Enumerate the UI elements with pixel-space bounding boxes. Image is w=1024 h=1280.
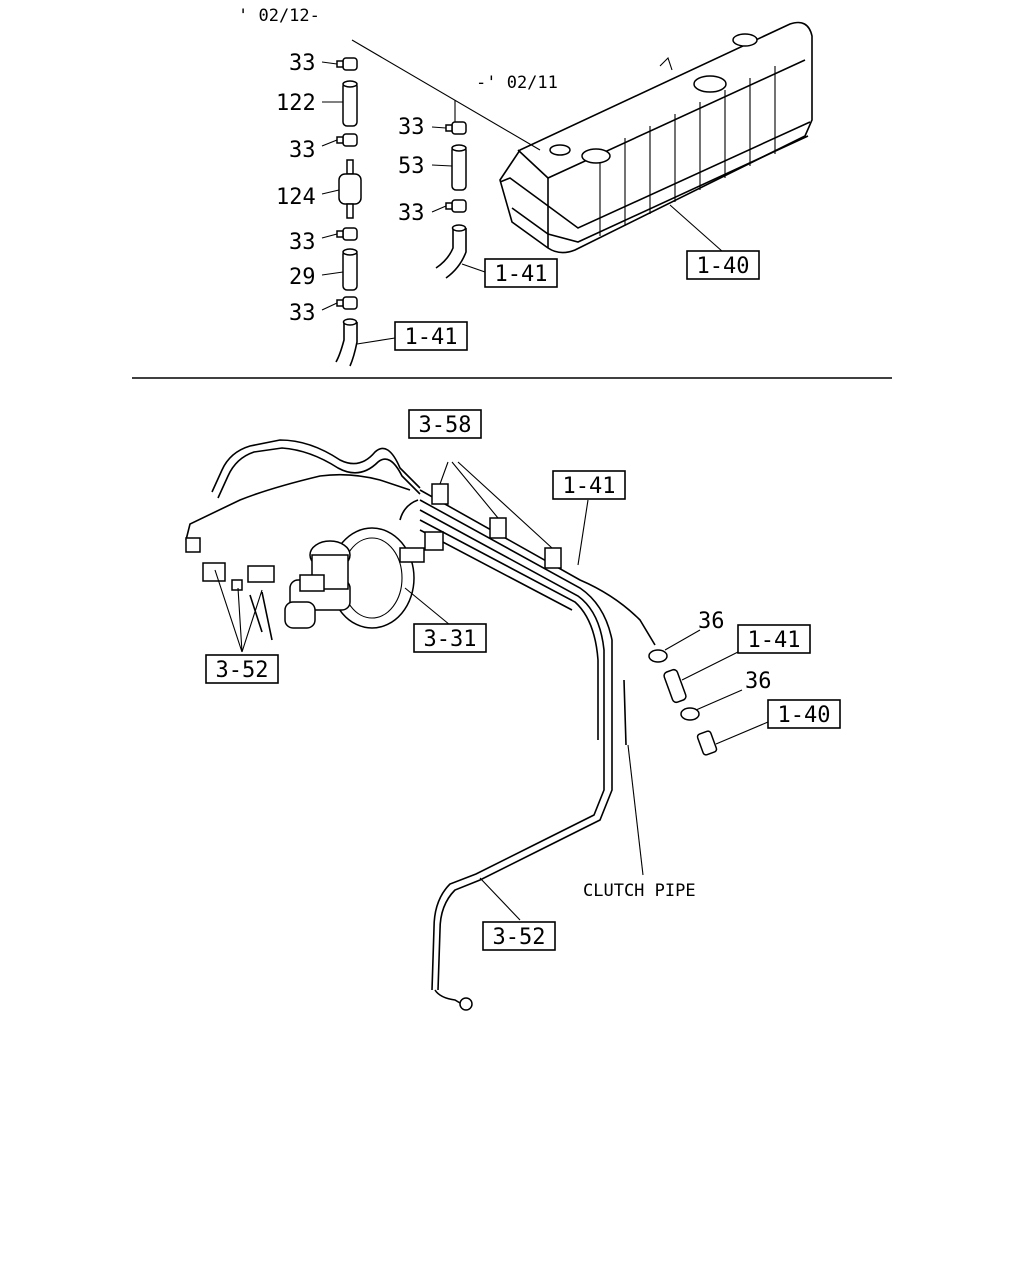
union-fittings [202, 562, 275, 641]
part-label-122: 122 [276, 91, 316, 116]
svg-text:3-52: 3-52 [493, 925, 546, 950]
leader-line-tank [351, 39, 541, 151]
part-label-36: 36 [698, 609, 725, 634]
clamp-part [336, 296, 358, 310]
svg-text:3-52: 3-52 [216, 658, 269, 683]
part-label-124: 124 [276, 185, 316, 210]
svg-text:1-40: 1-40 [697, 254, 750, 279]
leader-3-58 [439, 461, 553, 549]
hose-122-part [342, 80, 358, 127]
hose-29-part [342, 248, 358, 291]
ref-box-1-41-bottom: 1-41 [552, 470, 626, 500]
ref-box-1-40-right: 1-40 [767, 699, 841, 729]
ref-box-3-52-left: 3-52 [205, 654, 279, 684]
ref-box-3-52-bottom: 3-52 [482, 921, 556, 951]
part-label-53: 53 [398, 154, 425, 179]
pipe-fitting [185, 537, 201, 553]
hose-part [663, 668, 687, 704]
part-label-33: 33 [398, 115, 425, 140]
pipe-clip [544, 547, 562, 569]
clamp-part [336, 133, 358, 147]
pipe-clip [489, 517, 507, 539]
part-label-33: 33 [289, 230, 316, 255]
clamp-part [336, 57, 358, 71]
hose-clip-assembly [648, 649, 718, 756]
fuel-filter-part [338, 159, 362, 219]
svg-text:3-58: 3-58 [419, 413, 472, 438]
part-label-33: 33 [289, 301, 316, 326]
brake-pipe-bundle [185, 439, 656, 1011]
clutch-pipe-label: CLUTCH PIPE [583, 881, 696, 901]
master-cylinder [284, 540, 351, 629]
clamp-part [445, 121, 467, 135]
part-label-33: 33 [398, 201, 425, 226]
ref-box-1-40-top: 1-40 [686, 250, 760, 280]
brake-booster [329, 527, 444, 629]
ref-box-1-41-top-middle: 1-41 [484, 258, 558, 288]
clip-36 [680, 707, 700, 721]
leader-3-52-left [214, 569, 263, 653]
part-label-29: 29 [289, 265, 316, 290]
svg-text:1-41: 1-41 [748, 628, 801, 653]
pipe-end-nut [459, 997, 473, 1011]
clamp-part [336, 227, 358, 241]
svg-text:1-41: 1-41 [405, 325, 458, 350]
ref-box-1-41-right: 1-41 [737, 624, 811, 654]
svg-text:3-31: 3-31 [424, 627, 477, 652]
hose-53-part [451, 144, 467, 191]
sender-unit [693, 75, 727, 93]
part-label-33: 33 [289, 138, 316, 163]
svg-text:1-40: 1-40 [778, 703, 831, 728]
part-label-33: 33 [289, 51, 316, 76]
clamp-part [445, 199, 467, 213]
clip-36 [648, 649, 668, 663]
svg-text:1-41: 1-41 [563, 474, 616, 499]
svg-text:1-41: 1-41 [495, 262, 548, 287]
ref-box-3-31: 3-31 [413, 623, 487, 653]
ref-box-1-41-top-left: 1-41 [394, 321, 468, 351]
date-range-until: -' 02/11 [476, 73, 558, 93]
date-range-from: ' 02/12- [238, 6, 320, 26]
pipe-clip [431, 483, 449, 505]
hose-end-line [335, 322, 345, 363]
connector-part [696, 730, 718, 756]
filler-cap [581, 148, 611, 164]
ref-box-3-58: 3-58 [408, 409, 482, 439]
fuel-tank [499, 21, 813, 254]
middle-hose-stack [435, 121, 467, 279]
left-hose-stack [335, 57, 362, 367]
part-label-36: 36 [745, 669, 772, 694]
